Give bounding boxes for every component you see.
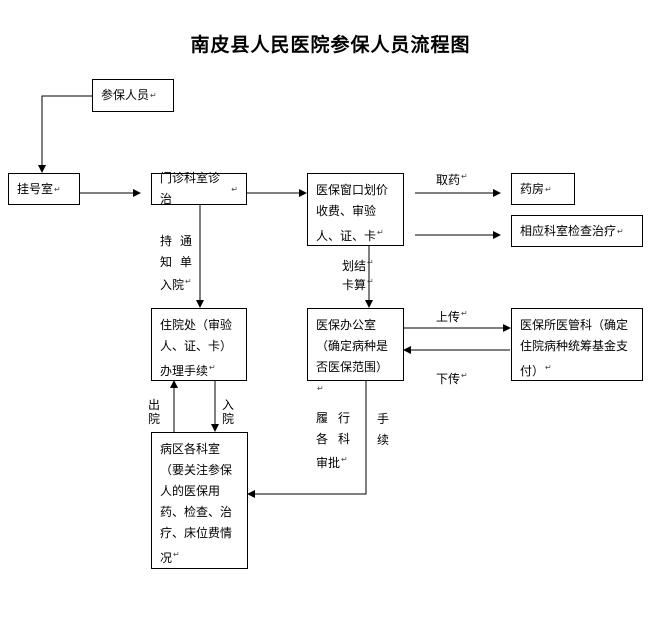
node-insured: 参保人员↵: [92, 79, 174, 112]
node-pharmacy: 药房↵: [511, 173, 575, 205]
label-settle-1: 划结↵: [342, 258, 374, 273]
node-billing-window: 医保窗口划价收费、审验人、证、卡↵: [307, 173, 404, 246]
node-registration: 挂号室↵: [8, 173, 80, 205]
label-procedure-1: 履行: [316, 411, 361, 425]
label-admission-notice-2: 知单: [160, 255, 201, 269]
label-admission-notice-3: 入院↵: [160, 277, 192, 292]
node-insurance-office: 医保办公室（确定病种是否医保范围）↵: [307, 308, 404, 393]
label-download: 下传↵: [436, 371, 468, 386]
label-get-medicine: 取药↵: [436, 172, 468, 187]
label-procedure-4: 手续: [376, 412, 389, 447]
label-upload: 上传↵: [436, 309, 468, 324]
node-treatment-dept: 相应科室检查治疗↵: [511, 215, 643, 247]
label-admission-notice-1: 持通: [160, 234, 201, 248]
label-admit: 入院: [221, 398, 234, 426]
label-procedure-3: 审批↵: [316, 455, 348, 470]
edge-insured-to-registration: [38, 95, 92, 173]
label-procedure-2: 各科: [316, 432, 361, 446]
label-settle-2: 卡算↵: [342, 277, 374, 292]
node-ward: 病区各科室（要关注参保人的医保用药、检查、治疗、床位费情况↵: [151, 432, 248, 569]
node-admission-office: 住院处（审验人、证、卡）办理手续↵: [151, 308, 247, 381]
node-bureau: 医保所医管科（确定住院病种统筹基金支付）↵: [511, 308, 643, 381]
label-discharge: 出院: [147, 398, 160, 426]
page-title: 南皮县人民医院参保人员流程图: [190, 34, 471, 56]
edge-insurance-to-ward: [247, 381, 367, 498]
node-outpatient: 门诊科室诊治↵: [151, 171, 247, 206]
